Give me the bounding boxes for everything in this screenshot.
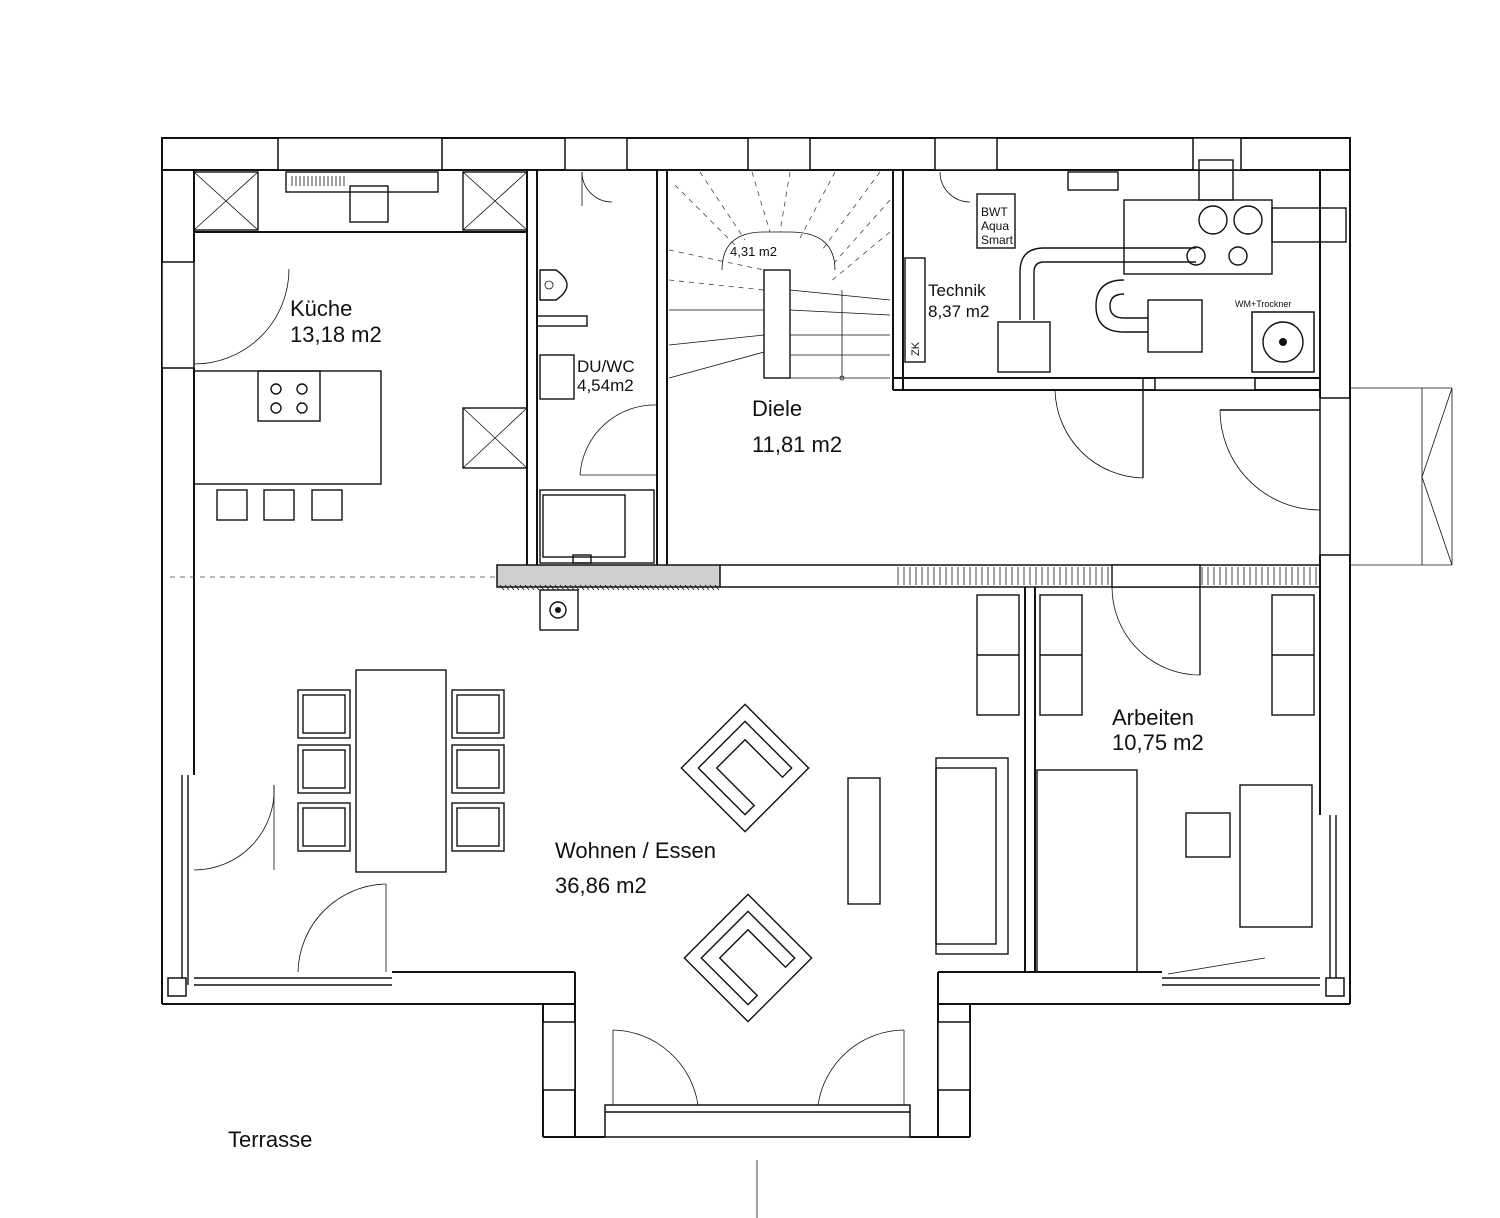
zk-label: ZK bbox=[910, 341, 922, 356]
stair-tread bbox=[668, 279, 765, 291]
drawing-line bbox=[579, 584, 585, 591]
treppe-area: 4,31 m2 bbox=[730, 244, 777, 259]
bwt-label-1: BWT bbox=[981, 205, 1008, 219]
drawing-line bbox=[619, 584, 625, 591]
drawing-line bbox=[669, 584, 675, 591]
bwt-label-3: Smart bbox=[981, 233, 1014, 247]
drawing-line bbox=[539, 584, 545, 591]
drawing-line bbox=[514, 584, 520, 591]
drawing-line bbox=[659, 584, 665, 591]
drawing-line bbox=[574, 584, 580, 591]
technik-area: 8,37 m2 bbox=[928, 302, 989, 321]
stair-tread bbox=[674, 184, 736, 246]
living-furniture bbox=[193, 589, 1009, 1106]
beam-hatch bbox=[499, 567, 1317, 591]
bwt-label-2: Aqua bbox=[981, 219, 1009, 233]
outer-walls bbox=[161, 137, 1351, 1138]
drawing-line bbox=[609, 584, 615, 591]
drawing-line bbox=[694, 584, 700, 591]
drawing-line bbox=[689, 584, 695, 591]
stair-tread bbox=[779, 171, 791, 233]
drawing-line bbox=[519, 584, 525, 591]
top-windows bbox=[161, 137, 1351, 1091]
entrance-canopy bbox=[1350, 387, 1453, 566]
drawing-line bbox=[624, 584, 630, 591]
technik-equipment bbox=[904, 159, 1347, 511]
stair-tread bbox=[829, 231, 891, 283]
drawing-line bbox=[634, 584, 640, 591]
drawing-line bbox=[649, 584, 655, 591]
stair-tread bbox=[799, 171, 836, 239]
side-windows bbox=[167, 775, 1345, 1138]
drawing-line bbox=[534, 584, 540, 591]
drawing-line bbox=[569, 584, 575, 591]
drawing-line bbox=[644, 584, 650, 591]
drawing-line bbox=[554, 584, 560, 591]
staircase bbox=[668, 171, 891, 381]
drawing-line bbox=[679, 584, 685, 591]
drawing-line bbox=[629, 584, 635, 591]
drawing-line bbox=[639, 584, 645, 591]
terrasse-label: Terrasse bbox=[228, 1127, 312, 1152]
drawing-line bbox=[564, 584, 570, 591]
duwc-name: DU/WC bbox=[577, 357, 635, 376]
drawing-line bbox=[709, 584, 715, 591]
drawing-line bbox=[654, 584, 660, 591]
room-labels: Küche 13,18 m2 DU/WC 4,54m2 4,31 m2 Tech… bbox=[228, 205, 1291, 1152]
drawing-line bbox=[509, 584, 515, 591]
drawing-line bbox=[594, 584, 600, 591]
bathroom-fixtures bbox=[536, 171, 658, 564]
kueche-name: Küche bbox=[290, 296, 352, 321]
kitchen-furniture bbox=[193, 169, 528, 521]
arbeiten-area: 10,75 m2 bbox=[1112, 730, 1204, 755]
duwc-area: 4,54m2 bbox=[577, 376, 634, 395]
wohnen-name: Wohnen / Essen bbox=[555, 838, 716, 863]
drawing-line bbox=[559, 584, 565, 591]
drawing-line bbox=[544, 584, 550, 591]
drawing-line bbox=[584, 584, 590, 591]
office-furniture bbox=[976, 564, 1315, 975]
drawing-line bbox=[699, 584, 705, 591]
drawing-line bbox=[674, 584, 680, 591]
drawing-line bbox=[684, 584, 690, 591]
drawing-line bbox=[504, 584, 510, 591]
stair-tread bbox=[668, 334, 765, 346]
interior-walls bbox=[170, 170, 1320, 972]
kueche-area: 13,18 m2 bbox=[290, 322, 382, 347]
technik-name: Technik bbox=[928, 281, 986, 300]
drawing-line bbox=[604, 584, 610, 591]
stair-tread bbox=[668, 351, 765, 379]
stair-tread bbox=[751, 171, 771, 233]
drawing-line bbox=[614, 584, 620, 591]
drawing-line bbox=[704, 584, 710, 591]
drawing-line bbox=[599, 584, 605, 591]
arbeiten-name: Arbeiten bbox=[1112, 705, 1194, 730]
drawing-line bbox=[664, 584, 670, 591]
stair-tread bbox=[699, 171, 746, 241]
wm-label: WM+Trockner bbox=[1235, 299, 1291, 309]
stair-tread bbox=[789, 309, 891, 316]
drawing-line bbox=[714, 584, 720, 591]
stair-tread bbox=[821, 171, 881, 251]
drawing-line bbox=[529, 584, 535, 591]
stair-tread bbox=[834, 199, 891, 263]
stair-tread bbox=[668, 249, 765, 271]
diele-name: Diele bbox=[752, 396, 802, 421]
wohnen-area: 36,86 m2 bbox=[555, 873, 647, 898]
drawing-line bbox=[549, 584, 555, 591]
drawing-line bbox=[499, 584, 505, 591]
drawing-line bbox=[589, 584, 595, 591]
drawing-line bbox=[524, 584, 530, 591]
diele-area: 11,81 m2 bbox=[752, 432, 842, 457]
